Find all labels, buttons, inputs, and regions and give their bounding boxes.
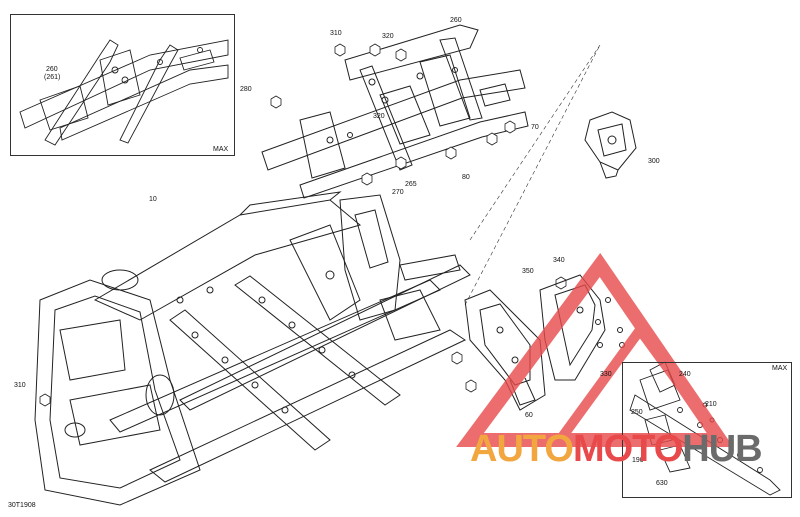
- callout-280: 280: [240, 86, 252, 93]
- inset-frame-bottom-right: [622, 362, 792, 498]
- watermark-triangle-red-inner: [550, 321, 730, 445]
- inset-subframe-drawing: [19, 39, 229, 146]
- callout-260-top: 260: [450, 17, 462, 24]
- inset-frame-top-left: [10, 14, 235, 156]
- watermark-logo-mark: [456, 252, 734, 447]
- callout-310-top: 310: [330, 30, 342, 37]
- callout-340: 340: [553, 257, 565, 264]
- main-frame-drawing: [34, 191, 471, 506]
- watermark-text: AUTOMOTOHUB: [470, 428, 763, 471]
- hardware-nuts: [39, 43, 567, 407]
- callout-270: 270: [392, 189, 404, 196]
- watermark-text-auto: AUTO: [470, 428, 574, 470]
- callout-320-top: 320: [382, 33, 394, 40]
- callout-265: 265: [405, 181, 417, 188]
- callout-10: 10: [149, 196, 157, 203]
- callout-630: 630: [656, 480, 668, 487]
- document-number: 30T1908: [8, 502, 36, 509]
- callout-320-mid: 320: [373, 113, 385, 120]
- callout-261-inset: (261): [44, 74, 61, 81]
- bracket-300-drawing: [584, 111, 637, 179]
- callout-260-inset: 260: [46, 66, 58, 73]
- callout-190: 190: [632, 457, 644, 464]
- watermark-text-hub: HUB: [682, 428, 762, 470]
- rear-subframe-drawing: [261, 24, 529, 199]
- inset-tag-bottom-right: MAX: [772, 365, 788, 372]
- callout-310-left: 310: [14, 382, 26, 389]
- callout-250: 250: [631, 409, 643, 416]
- callout-210: 210: [705, 401, 717, 408]
- callout-330: 330: [600, 371, 612, 378]
- callout-350: 350: [522, 268, 534, 275]
- watermark-text-moto: MOTO: [572, 428, 683, 470]
- callout-70: 70: [531, 124, 539, 131]
- callout-80: 80: [462, 174, 470, 181]
- inset-tag-top-left: MAX: [213, 146, 229, 153]
- callout-240: 240: [679, 371, 691, 378]
- callout-300: 300: [648, 158, 660, 165]
- callout-60: 60: [525, 412, 533, 419]
- leader-lines: [464, 44, 601, 306]
